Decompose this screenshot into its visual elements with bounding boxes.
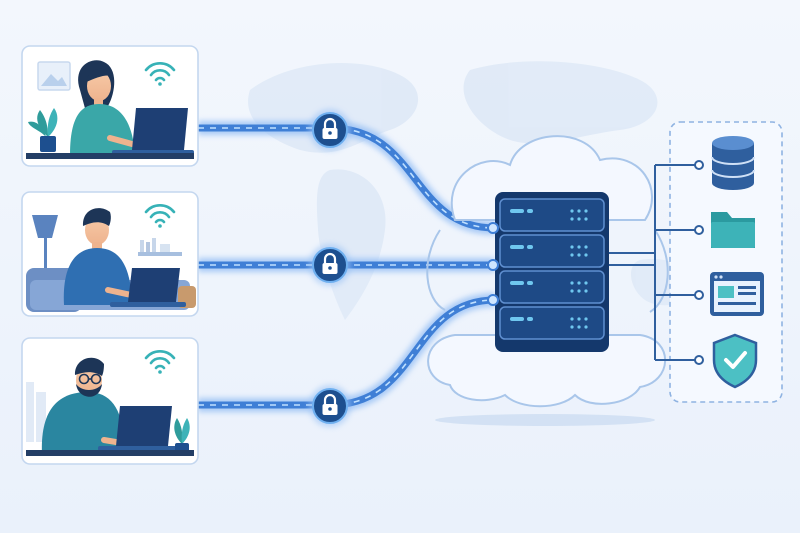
server-unit: [499, 306, 605, 340]
services-panel: [609, 121, 783, 403]
wifi-icon: [144, 350, 176, 374]
connector-port: [487, 222, 499, 306]
database-icon: [711, 136, 755, 190]
desk: [26, 450, 194, 456]
server-unit: [499, 198, 605, 232]
remote-worker-card-1: [21, 45, 199, 167]
bookshelf-icon: [138, 238, 182, 256]
wifi-icon: [144, 62, 176, 86]
floor-lamp-icon: [32, 215, 58, 272]
man-on-sofa-with-laptop: [63, 208, 139, 305]
bearded-man-with-glasses-at-laptop: [41, 357, 131, 455]
remote-worker-card-2: [21, 191, 199, 317]
laptop-icon: [98, 406, 180, 451]
woman-at-laptop: [70, 60, 135, 155]
picture-frame-icon: [37, 61, 71, 91]
browser-window-icon: [710, 272, 764, 316]
remote-worker-card-3: [21, 337, 199, 465]
desk: [26, 153, 194, 159]
padlock-icon: [309, 109, 351, 151]
folder-icon: [711, 212, 755, 248]
padlock-icon: [309, 244, 351, 286]
potted-plant-icon: [28, 108, 58, 152]
wifi-icon: [144, 204, 176, 228]
window-city-view: [26, 382, 46, 442]
laptop-icon: [110, 268, 186, 307]
shield-check-icon: [712, 333, 758, 389]
server-unit: [499, 270, 605, 304]
server-rack-icon: [487, 192, 609, 352]
server-unit: [499, 234, 605, 268]
padlock-icon: [309, 385, 351, 427]
